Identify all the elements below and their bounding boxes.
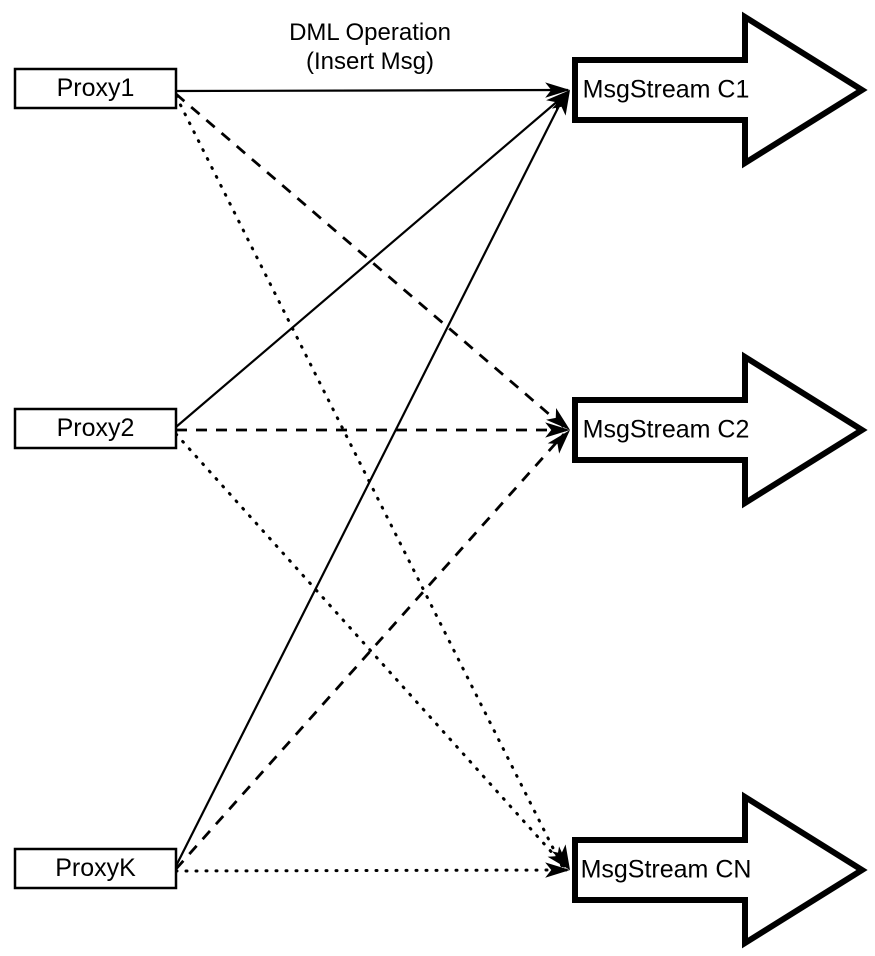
arrowhead-p2-c2 (545, 422, 570, 438)
msgstream-label-stream_c1: MsgStream C1 (583, 76, 750, 104)
connection-line-dotted (174, 868, 568, 873)
proxy-box-shape (13, 407, 178, 450)
proxy-node-proxy2[interactable]: Proxy2 (13, 407, 178, 450)
msgstream-arrows-group: MsgStream C1 MsgStream C2 MsgStream CN (572, 11, 868, 949)
proxy-label-proxyk: ProxyK (55, 854, 136, 882)
connection-p1-c2[interactable] (175, 92, 565, 429)
connection-line-dashed (175, 92, 565, 429)
arrowhead-p1-c1 (545, 82, 570, 98)
msgstream-arrow-stream_cn[interactable]: MsgStream CN (572, 791, 868, 949)
arrowhead-pk-c2 (547, 430, 570, 454)
msgstream-arrow-shape (572, 791, 868, 949)
arrowhead-pk-c1 (551, 90, 570, 116)
msgstream-arrow-shape (572, 351, 868, 509)
arrowhead-p2-c1 (546, 90, 570, 112)
msgstream-label-stream_c2: MsgStream C2 (583, 416, 750, 444)
proxy-node-proxy1[interactable]: Proxy1 (13, 67, 178, 110)
arrowhead-pk-cn (545, 862, 570, 878)
msgstream-label-stream_cn: MsgStream CN (581, 856, 752, 884)
arrowhead-p2-cn (547, 846, 570, 870)
dml-operation-label: DML Operation (289, 19, 451, 46)
edge-label-group: DML Operation (Insert Msg) (289, 19, 451, 75)
connection-line-dotted (174, 432, 566, 868)
insert-msg-label: (Insert Msg) (306, 48, 434, 75)
proxy-label-proxy2: Proxy2 (57, 414, 135, 442)
connection-pk-cn[interactable] (174, 868, 568, 873)
connection-line-solid (175, 88, 569, 93)
connection-line-dashed (174, 433, 566, 870)
connection-p1-c1[interactable] (175, 88, 569, 93)
proxy-label-proxy1: Proxy1 (57, 74, 135, 102)
connection-p2-cn[interactable] (174, 432, 566, 868)
proxy-box-shape (13, 847, 178, 890)
connection-p2-c1[interactable] (175, 93, 567, 428)
proxy-box-shape (13, 67, 178, 110)
proxy-node-proxyk[interactable]: ProxyK (13, 847, 178, 890)
connection-pk-c2[interactable] (174, 433, 566, 870)
arrowheads-group (545, 82, 570, 878)
arrowhead-p1-c2 (546, 408, 570, 430)
connection-pk-c1[interactable] (175, 95, 565, 867)
msgstream-arrow-stream_c1[interactable]: MsgStream C1 (572, 11, 868, 169)
msgstream-arrow-stream_c2[interactable]: MsgStream C2 (572, 351, 868, 509)
connection-line-solid (175, 95, 565, 867)
connection-line-solid (175, 93, 567, 428)
connection-lines-group (174, 88, 569, 873)
msgstream-arrow-shape (572, 11, 868, 169)
